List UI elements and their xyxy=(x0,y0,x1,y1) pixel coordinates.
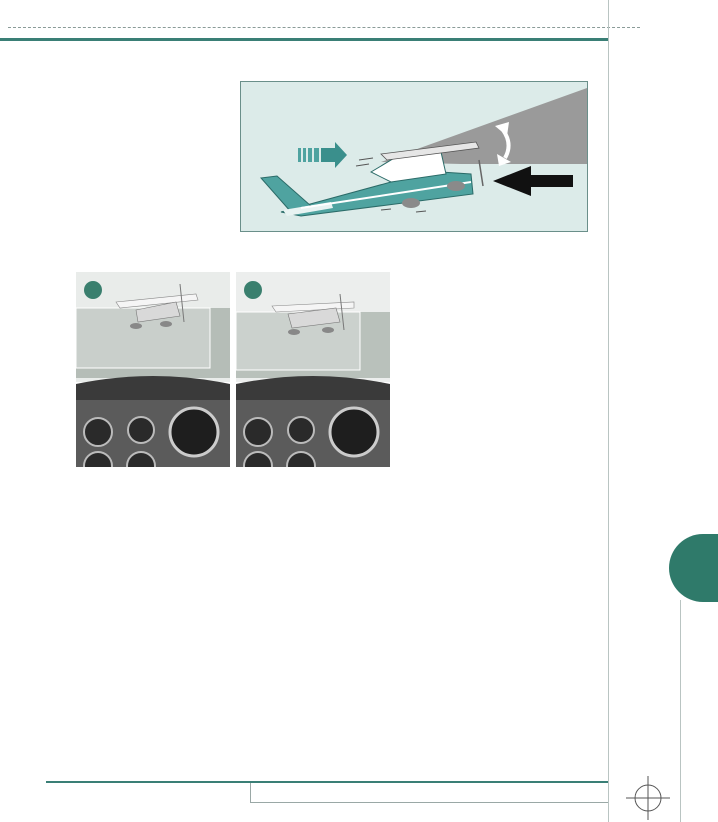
photo-badge-2 xyxy=(244,281,262,299)
chapter-tab xyxy=(669,534,718,602)
outer-margin-line xyxy=(680,600,681,822)
cockpit-photo-1 xyxy=(76,272,230,467)
angle-wedge xyxy=(381,88,587,164)
pitch-double-arrow-icon xyxy=(495,122,511,166)
cockpit-photo-2 xyxy=(236,272,390,467)
airflow-arrow-icon xyxy=(298,142,347,168)
relative-wind-arrow-icon xyxy=(493,166,573,196)
header-rule xyxy=(0,38,608,41)
airplane-illustration xyxy=(259,141,484,217)
margin-line xyxy=(608,0,609,822)
footer-box xyxy=(250,783,608,803)
angle-of-attack-figure xyxy=(240,81,588,232)
registration-mark-icon xyxy=(626,776,670,820)
top-dashed-guide xyxy=(8,27,640,28)
photo-badge-1 xyxy=(84,281,102,299)
footer-rule xyxy=(46,781,608,783)
angle-of-attack-diagram xyxy=(259,88,587,217)
